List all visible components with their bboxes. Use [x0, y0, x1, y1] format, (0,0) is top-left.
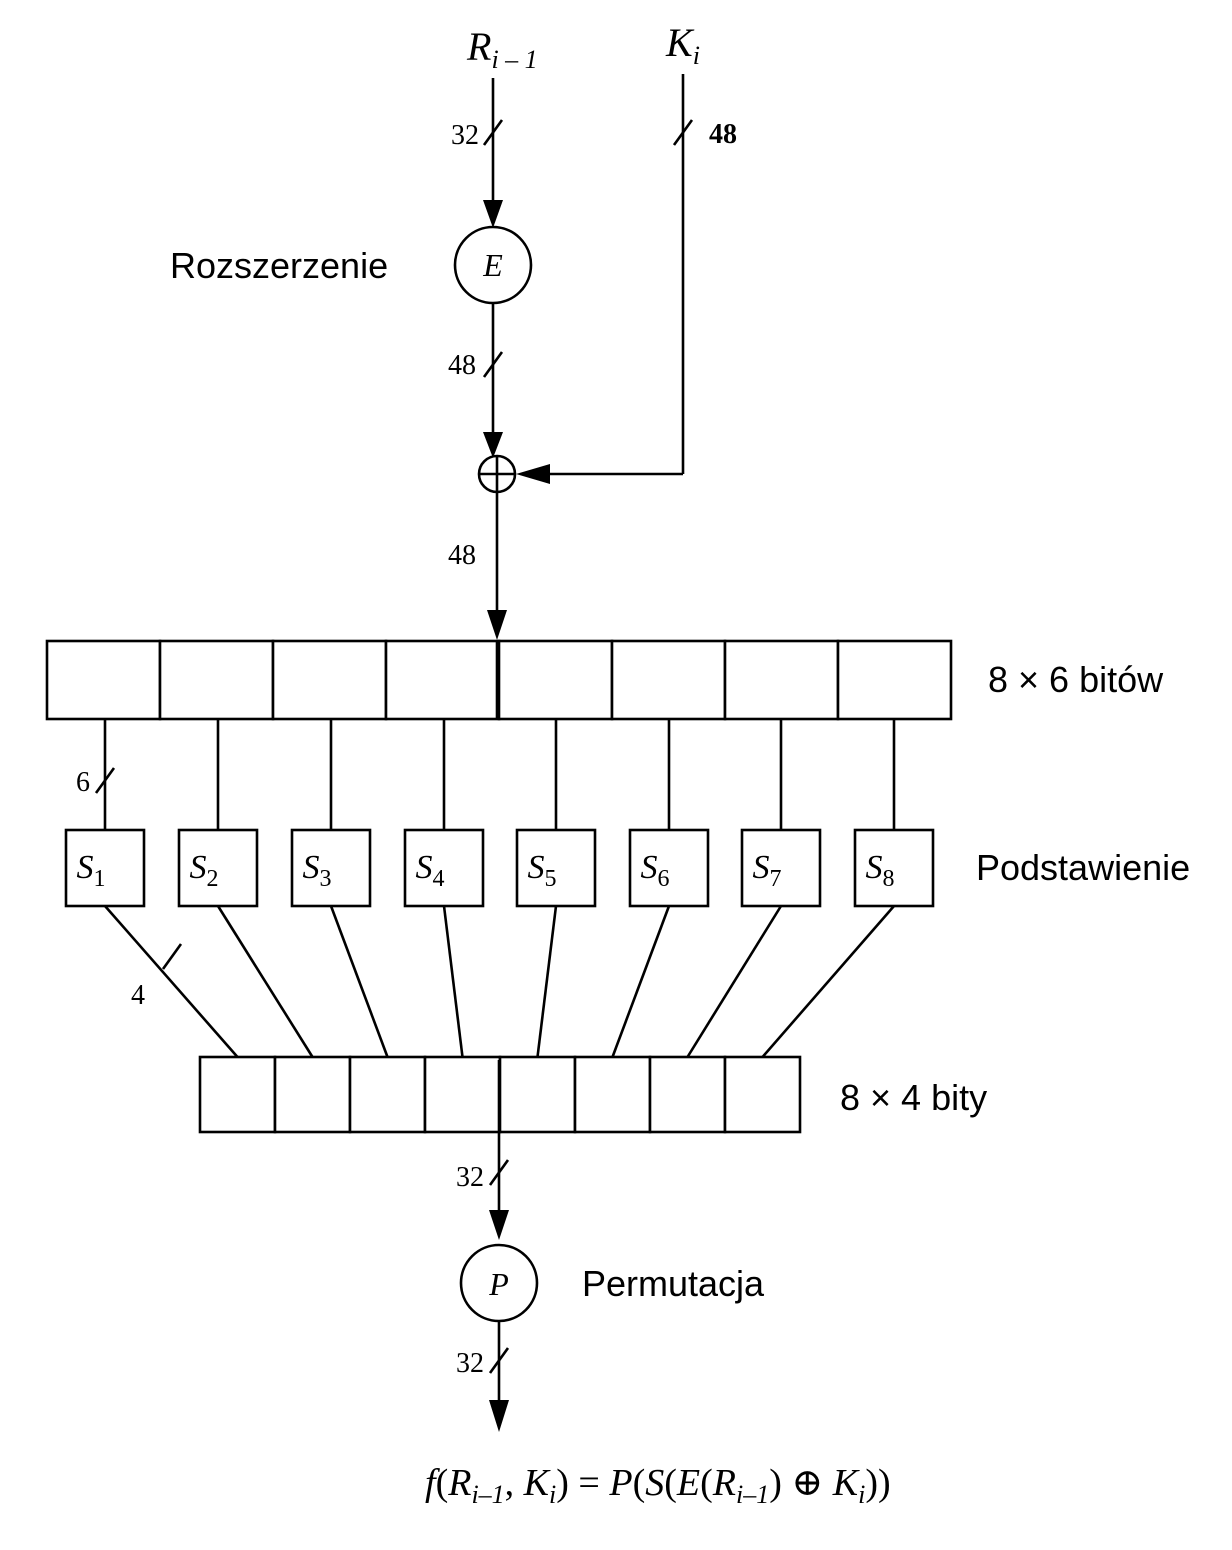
e-width-slash: [482, 351, 504, 378]
sbox-input-width-slash: [94, 767, 116, 794]
top-register-cell: [45, 639, 162, 721]
sbox-6: [628, 828, 710, 908]
top-register-cell: [723, 639, 840, 721]
sbox-output-line: [104, 905, 239, 1058]
bottom-register-cell: [723, 1055, 802, 1134]
p-output-width-label: 32: [456, 1348, 484, 1379]
bottom-register-cell: [423, 1055, 502, 1134]
xor-width-label: 48: [448, 540, 476, 571]
formula: f(Ri–1, Ki) = P(S(E(Ri–1) ⊕ Ki)): [425, 1462, 891, 1509]
sbox-output-width-label: 4: [131, 980, 145, 1011]
sbox-label: S8: [866, 849, 895, 892]
top-register-cell: [384, 639, 501, 721]
e-width-label: 48: [448, 350, 476, 381]
bottom-register-cell: [348, 1055, 427, 1134]
sbox-7: [740, 828, 822, 908]
sbox-output-line: [442, 905, 464, 1058]
sbox-input-width-label: 6: [76, 767, 90, 798]
substitution-label: Podstawienie: [976, 847, 1190, 888]
e-output-arrowhead: [483, 432, 503, 458]
sbox-input-lines: [103, 719, 896, 830]
p-input-width-slash: [488, 1159, 510, 1186]
p-output-width-slash: [488, 1347, 510, 1374]
expansion-label: Rozszerzenie: [170, 245, 388, 286]
xor-output-arrowhead: [487, 610, 507, 640]
expansion-symbol: E: [482, 247, 503, 283]
sbox-output-line: [216, 905, 314, 1058]
sbox-8: [853, 828, 935, 908]
k-width-label: 48: [709, 119, 737, 150]
k-arrowhead: [516, 464, 550, 484]
bottom-register: [198, 1055, 802, 1134]
sbox-output-width-slash: [161, 943, 183, 970]
top-register-cell: [836, 639, 953, 721]
sbox-3: [290, 828, 372, 908]
bottom-register-cell: [648, 1055, 727, 1134]
p-input-arrowhead: [489, 1210, 509, 1240]
top-register-cell: [610, 639, 727, 721]
sbox-4: [403, 828, 485, 908]
top-register-cell: [158, 639, 275, 721]
input-k-label: Ki: [665, 20, 700, 70]
sbox-row: S1 S2 S3 S4 S5 S6 S7 S8: [64, 828, 935, 908]
sbox-label: S5: [528, 849, 557, 892]
sbox-output-lines: [104, 905, 895, 1058]
r-width-label: 32: [451, 120, 479, 151]
bottom-register-cell: [198, 1055, 277, 1134]
k-width-slash: [672, 119, 694, 146]
bottom-register-cell: [273, 1055, 352, 1134]
top-register: [45, 639, 953, 721]
r-width-slash: [482, 119, 504, 146]
sbox-label: S7: [753, 849, 782, 892]
bottom-register-cell: [573, 1055, 652, 1134]
p-input-width-label: 32: [456, 1162, 484, 1193]
sbox-output-line: [536, 905, 558, 1058]
sbox-output-line: [329, 905, 389, 1058]
sbox-label: S1: [77, 849, 106, 892]
sbox-label: S4: [416, 849, 445, 892]
sbox-5: [515, 828, 597, 908]
sbox-output-line: [686, 905, 783, 1058]
permutation-symbol: P: [488, 1266, 509, 1302]
p-output-arrowhead: [489, 1400, 509, 1432]
top-register-label: 8 × 6 bitów: [988, 659, 1164, 700]
permutation-label: Permutacja: [582, 1263, 765, 1304]
sbox-label: S6: [641, 849, 670, 892]
sbox-label: S2: [190, 849, 219, 892]
bottom-register-label: 8 × 4 bity: [840, 1077, 987, 1118]
top-register-cell: [497, 639, 614, 721]
top-register-cell: [271, 639, 388, 721]
r-input-arrowhead: [483, 200, 503, 228]
sbox-output-line: [761, 905, 895, 1058]
input-r-label: Ri – 1: [466, 24, 538, 74]
sbox-label: S3: [303, 849, 332, 892]
bottom-register-cell: [498, 1055, 577, 1134]
sbox-output-line: [611, 905, 671, 1058]
